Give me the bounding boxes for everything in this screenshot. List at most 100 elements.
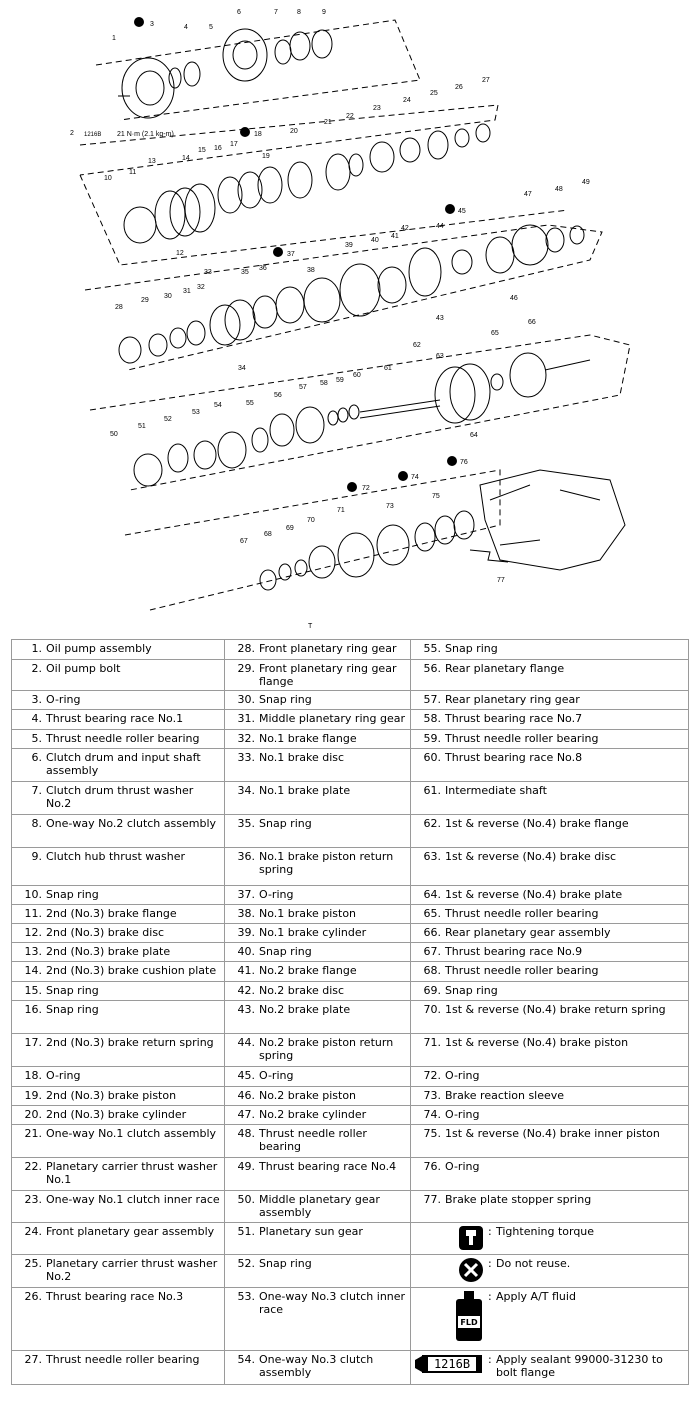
callout-24: 24	[403, 97, 411, 104]
callout-7: 7	[274, 9, 278, 16]
part-description: 2nd (No.3) brake piston	[46, 1089, 177, 1102]
legend-cell: 50.Middle planetary gear assembly	[224, 1190, 411, 1223]
callout-32: 32	[197, 284, 205, 291]
part-description: Front planetary ring gear flange	[259, 662, 397, 688]
part-number: 67.	[423, 945, 442, 958]
legend-cell: 73.Brake reaction sleeve	[410, 1086, 689, 1106]
frame-section-3	[84, 224, 603, 371]
legend-cell: 30.Snap ring	[224, 690, 411, 710]
part-description: Brake reaction sleeve	[445, 1089, 565, 1102]
callout-59: 59	[336, 377, 344, 384]
part-number: 21.	[24, 1127, 43, 1140]
callout-29: 29	[141, 297, 149, 304]
callout-54: 54	[214, 402, 222, 409]
part-description: 2nd (No.3) brake cushion plate	[46, 964, 217, 977]
legend-cell: 76.O-ring	[410, 1157, 689, 1191]
part-description: Intermediate shaft	[445, 784, 547, 797]
part-description: Snap ring	[445, 642, 498, 655]
legend-cell: 27.Thrust needle roller bearing	[11, 1350, 225, 1385]
part-number: 69.	[423, 984, 442, 997]
part-number: 49.	[237, 1160, 256, 1173]
legend-cell: 41.No.2 brake flange	[224, 961, 411, 982]
part-description: Planetary sun gear	[259, 1225, 363, 1238]
callout-67: 67	[240, 538, 248, 545]
part-number: 2.	[31, 662, 43, 675]
torque-icon	[414, 1225, 488, 1251]
part-description: Thrust needle roller bearing	[259, 1127, 367, 1153]
part-number: 70.	[423, 1003, 442, 1016]
legend-cell: 12.2nd (No.3) brake disc	[11, 923, 225, 943]
part-description: No.2 brake disc	[259, 984, 345, 997]
part-description: 2nd (No.3) brake flange	[46, 907, 177, 920]
part-description: Rear planetary gear assembly	[445, 926, 611, 939]
part-description: 2nd (No.3) brake return spring	[46, 1036, 214, 1049]
part-number: 73.	[423, 1089, 442, 1102]
legend-cell: 49.Thrust bearing race No.4	[224, 1157, 411, 1191]
part-number: 61.	[423, 784, 442, 797]
part-description: 2nd (No.3) brake disc	[46, 926, 165, 939]
legend-cell: 72.O-ring	[410, 1066, 689, 1087]
part-number: 74.	[423, 1108, 442, 1121]
part-number: 72.	[423, 1069, 442, 1082]
part-description: Thrust bearing race No.9	[445, 945, 583, 958]
frame-section-1	[95, 19, 421, 121]
callout-70: 70	[307, 517, 315, 524]
legend-cell: 3.O-ring	[11, 690, 225, 710]
callout-47: 47	[524, 191, 532, 198]
part-number: 43.	[237, 1003, 256, 1016]
legend-cell: 60.Thrust bearing race No.8	[410, 748, 689, 782]
legend-colon: :	[488, 1257, 492, 1270]
legend-cell: 66.Rear planetary gear assembly	[410, 923, 689, 943]
part-description: Planetary carrier thrust washer No.2	[46, 1257, 218, 1283]
legend-cell: 43.No.2 brake plate	[224, 1000, 411, 1034]
legend-cell: 45.O-ring	[224, 1066, 411, 1087]
part-number: 14.	[24, 964, 43, 977]
part-number: 11.	[24, 907, 43, 920]
part-description: 1st & reverse (No.4) brake plate	[445, 888, 623, 901]
legend-cell: 8.One-way No.2 clutch assembly	[11, 814, 225, 848]
legend-cell: 33.No.1 brake disc	[224, 748, 411, 782]
part-description: Thrust needle roller bearing	[445, 907, 599, 920]
part-description: 1st & reverse (No.4) brake flange	[445, 817, 629, 830]
part-description: Front planetary ring gear	[259, 642, 397, 655]
legend-cell: 29.Front planetary ring gear flange	[224, 659, 411, 691]
part-description: Snap ring	[259, 1257, 312, 1270]
torque-spec: 21 N·m (2.1 kg-m)	[117, 131, 174, 138]
callout-30: 30	[164, 293, 172, 300]
part-number: 55.	[423, 642, 442, 655]
callout-17: 17	[230, 141, 238, 148]
legend-cell: 1.Oil pump assembly	[11, 639, 225, 660]
frame-section-4	[89, 334, 631, 491]
do-not-reuse-markers	[134, 17, 457, 492]
part-number: 26.	[24, 1290, 43, 1303]
part-description: No.1 brake cylinder	[259, 926, 367, 939]
part-number: 9.	[31, 850, 43, 863]
part-description: 2nd (No.3) brake plate	[46, 945, 171, 958]
part-description: Thrust bearing race No.8	[445, 751, 583, 764]
callout-50: 50	[110, 431, 118, 438]
part-number: 42.	[237, 984, 256, 997]
part-number: 8.	[31, 817, 43, 830]
part-description: 1st & reverse (No.4) brake disc	[445, 850, 617, 863]
callout-2: 2	[70, 130, 74, 137]
part-number: 23.	[24, 1193, 43, 1206]
part-number: 16.	[24, 1003, 43, 1016]
part-number: 60.	[423, 751, 442, 764]
part-description: Thrust needle roller bearing	[46, 1353, 200, 1366]
legend-cell: 9.Clutch hub thrust washer	[11, 847, 225, 886]
part-description: One-way No.1 clutch assembly	[46, 1127, 217, 1140]
callout-45: 45	[458, 208, 466, 215]
part-number: 39.	[237, 926, 256, 939]
callout-36: 36	[259, 265, 267, 272]
frame-section-5	[124, 469, 501, 611]
